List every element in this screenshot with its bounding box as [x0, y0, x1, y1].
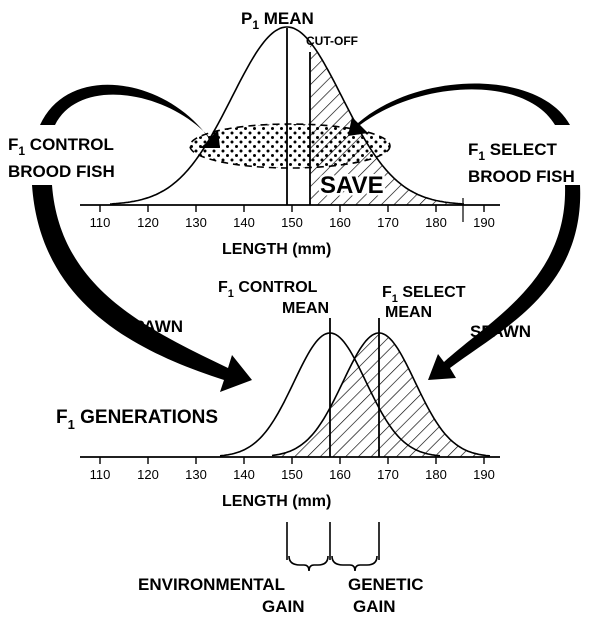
bottom-axis-tick-label: 110 — [90, 467, 111, 482]
select-brood-label: F1 SELECT — [468, 140, 557, 163]
parent-bell-curve — [109, 26, 465, 205]
select-offspring-curve — [271, 332, 491, 457]
bottom-axis-tick-label: 140 — [233, 467, 255, 482]
control-spawn-arrow — [32, 185, 252, 392]
bottom-axis-tick-label: 190 — [473, 467, 495, 482]
dotted-ellipse — [189, 123, 391, 169]
cutoff-label: CUT-OFF — [306, 34, 358, 48]
save-label: SAVE — [320, 172, 384, 199]
bottom-axis: 110 120 130 140 150 160 170 180 190 — [80, 456, 500, 482]
top-axis-tick-label: 130 — [185, 215, 207, 230]
genetic-gain-label-line2: GAIN — [353, 597, 396, 616]
bottom-axis-tick-label: 160 — [329, 467, 351, 482]
select-offspring-hatch — [272, 333, 490, 457]
control-mean-label-line2: MEAN — [282, 300, 329, 317]
control-mean-label: F1 CONTROL — [218, 279, 318, 300]
select-spawn-arrow — [428, 185, 581, 380]
generations-label: F1 GENERATIONS — [56, 407, 218, 432]
select-upper-arrow — [348, 83, 570, 136]
offspring-distributions — [219, 318, 491, 457]
gain-brackets — [286, 522, 380, 572]
control-brood-label-line2: BROOD FISH — [8, 162, 115, 181]
top-axis-tick-label: 150 — [281, 215, 303, 230]
environmental-gain-label: ENVIRONMENTAL — [138, 575, 285, 594]
top-axis-tick-label: 190 — [473, 215, 495, 230]
top-axis-tick-label: 170 — [377, 215, 399, 230]
top-axis-tick-label: 120 — [137, 215, 159, 230]
parent-distribution — [109, 26, 465, 222]
bottom-axis-tick-label: 150 — [281, 467, 303, 482]
control-brood-label: F1 CONTROL — [8, 135, 114, 158]
top-axis-tick-label: 140 — [233, 215, 255, 230]
bottom-axis-tick-label: 130 — [185, 467, 207, 482]
environmental-gain-label-line2: GAIN — [262, 597, 305, 616]
spawn-right-label: SPAWN — [470, 322, 531, 341]
bottom-axis-tick-label: 170 — [377, 467, 399, 482]
top-axis-tick-label: 110 — [90, 215, 111, 230]
bottom-axis-tick-label: 180 — [425, 467, 447, 482]
spawn-left-label: SPAWN — [122, 317, 183, 336]
genetic-gain-label: GENETIC — [348, 575, 424, 594]
top-axis-tick-label: 160 — [329, 215, 351, 230]
parent-mean-label: P1 MEAN — [241, 9, 314, 32]
top-axis-tick-label: 180 — [425, 215, 447, 230]
top-axis-label: LENGTH (mm) — [222, 241, 331, 258]
select-brood-label-line2: BROOD FISH — [468, 167, 575, 186]
select-mean-label: F1 SELECT — [382, 284, 466, 305]
bottom-axis-tick-label: 120 — [137, 467, 159, 482]
select-mean-label-line2: MEAN — [385, 304, 432, 321]
top-axis: 110 120 130 140 150 160 170 180 190 — [80, 204, 500, 230]
bottom-axis-label: LENGTH (mm) — [222, 493, 331, 510]
